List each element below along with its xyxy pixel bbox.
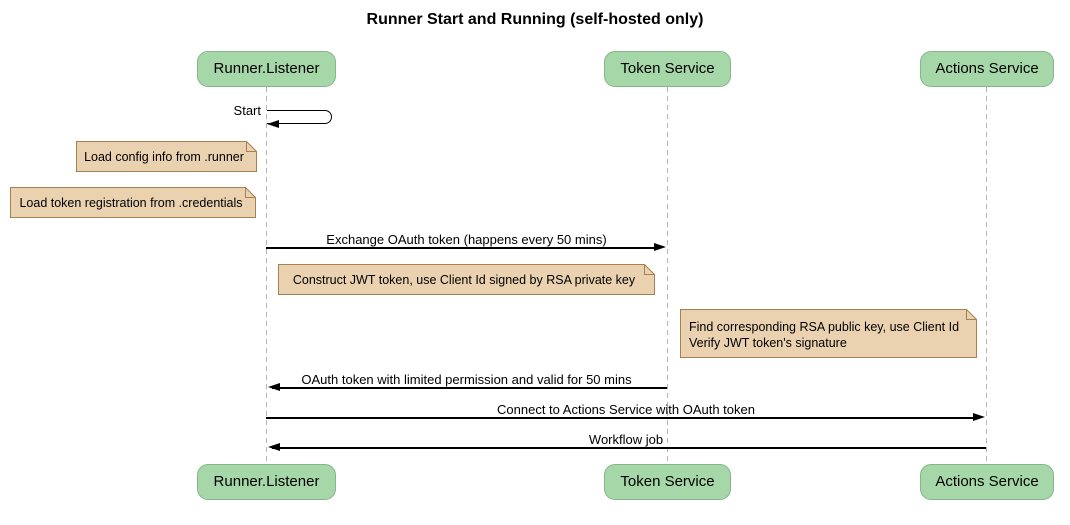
lifeline-runner-listener: [266, 87, 267, 464]
arrowhead-left-icon: [268, 383, 280, 391]
note-verify-jwt: Find corresponding RSA public key, use C…: [680, 309, 977, 358]
note-shape: [680, 309, 977, 358]
self-message-loop: [267, 110, 332, 124]
participant-runner-listener-top: Runner.Listener: [197, 51, 336, 87]
message-connect-actions-label: Connect to Actions Service with OAuth to…: [497, 402, 755, 417]
message-oauth-return-line: [272, 387, 667, 389]
note-shape: [76, 141, 257, 172]
note-verify-jwt-line2: Verify JWT token's signature: [689, 336, 847, 350]
message-oauth-return-label: OAuth token with limited permission and …: [301, 372, 632, 387]
note-fold-icon: [245, 187, 256, 198]
note-construct-jwt-text: Construct JWT token, use Client Id signe…: [293, 273, 636, 287]
message-workflow-job-line: [272, 447, 986, 449]
note-verify-jwt-line1: Find corresponding RSA public key, use C…: [689, 320, 959, 334]
diagram-title: Runner Start and Running (self-hosted on…: [366, 11, 704, 28]
note-shape: [10, 187, 256, 218]
message-exchange-oauth-label: Exchange OAuth token (happens every 50 m…: [326, 232, 607, 247]
message-start-label: Start: [233, 103, 261, 118]
participant-runner-listener-bottom: Runner.Listener: [197, 464, 336, 500]
arrowhead-left-icon: [268, 443, 280, 451]
note-fold-icon: [644, 264, 655, 275]
note-load-token-registration: Load token registration from .credential…: [10, 187, 256, 218]
arrowhead-right-icon: [654, 243, 666, 251]
note-load-config-text: Load config info from .runner: [84, 150, 244, 164]
note-fold-icon: [966, 309, 977, 320]
participant-actions-service-bottom: Actions Service: [920, 464, 1054, 500]
note-shape: [278, 264, 655, 295]
arrowhead-left-icon: [267, 120, 279, 128]
lifeline-token-service: [667, 87, 668, 464]
arrowhead-right-icon: [973, 413, 985, 421]
participant-token-service-bottom: Token Service: [604, 464, 731, 500]
message-workflow-job-label: Workflow job: [588, 432, 664, 447]
lifeline-actions-service: [986, 87, 987, 464]
note-load-token-registration-text: Load token registration from .credential…: [19, 196, 242, 210]
message-connect-actions-line: [266, 417, 976, 419]
note-fold-icon: [246, 141, 257, 152]
message-exchange-oauth-line: [266, 247, 658, 249]
participant-token-service-top: Token Service: [604, 51, 731, 87]
note-construct-jwt: Construct JWT token, use Client Id signe…: [278, 264, 655, 295]
participant-actions-service-top: Actions Service: [920, 51, 1054, 87]
note-load-config: Load config info from .runner: [76, 141, 257, 172]
